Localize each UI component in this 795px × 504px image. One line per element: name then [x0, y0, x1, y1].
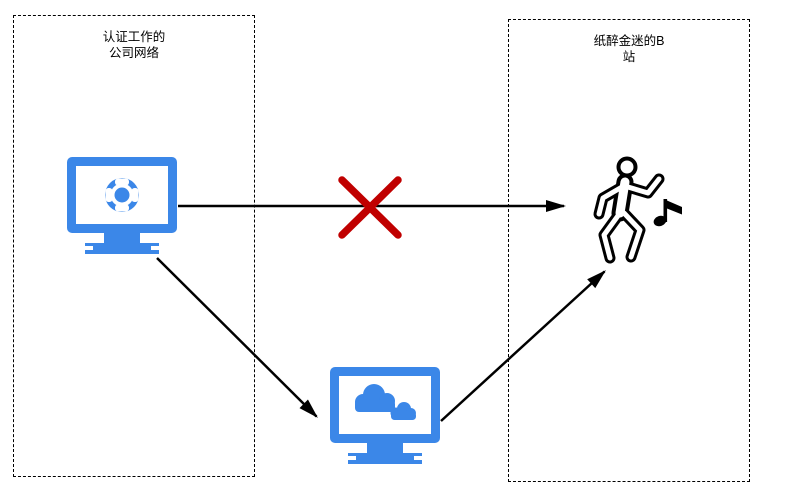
monitor-lifebuoy-icon: [67, 157, 177, 254]
zone-bilibili-label-line2: 站: [622, 50, 636, 64]
lifebuoy-icon: [105, 178, 139, 212]
dancing-person-music-icon: [593, 156, 682, 264]
clouds-icon: [355, 384, 419, 422]
blocked-x-icon: [338, 176, 402, 239]
zone-corporate-label-line1: 认证工作的: [102, 30, 166, 44]
arrow-work-to-cloud: [156, 257, 318, 418]
monitor-clouds-icon: [330, 367, 440, 464]
zone-corporate-label: 认证工作的 公司网络: [14, 29, 254, 61]
music-note-icon: [653, 199, 682, 227]
zone-corporate-label-line2: 公司网络: [108, 46, 159, 60]
zone-bilibili: 纸醉金迷的B 站: [508, 19, 750, 482]
dancer-head: [616, 156, 638, 178]
zone-bilibili-label: 纸醉金迷的B 站: [509, 33, 749, 65]
zone-bilibili-label-line1: 纸醉金迷的B: [593, 34, 665, 48]
zone-corporate-network: 认证工作的 公司网络: [13, 15, 255, 477]
arrow-cloud-to-bilibili: [440, 270, 606, 422]
